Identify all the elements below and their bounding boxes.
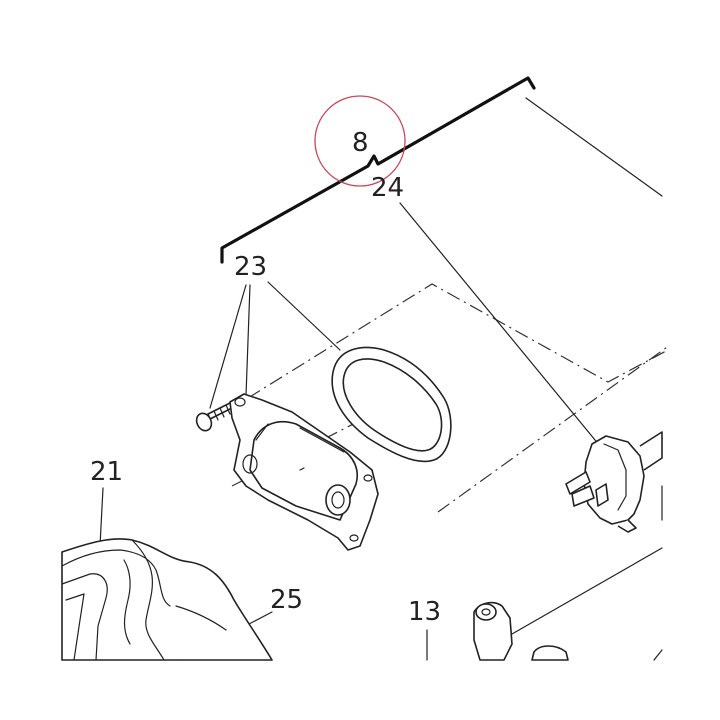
callout-21: 21 (90, 457, 123, 487)
callout-24: 24 (371, 173, 404, 203)
callout-13: 13 (408, 597, 441, 627)
assembly-bracket (220, 76, 536, 264)
callout-23: 23 (234, 252, 267, 282)
highlight-circle (314, 95, 406, 187)
lower-housing-part (61, 538, 273, 661)
lower-right-parts (473, 485, 663, 661)
leader-lines (99, 202, 601, 661)
bulb-socket-part (565, 431, 663, 533)
callout-25: 25 (270, 585, 303, 615)
leader-line-bracket (525, 97, 663, 197)
cover-plate-part (229, 393, 379, 551)
callout-8: 8 (352, 128, 369, 158)
gasket-ring-part (331, 346, 452, 463)
